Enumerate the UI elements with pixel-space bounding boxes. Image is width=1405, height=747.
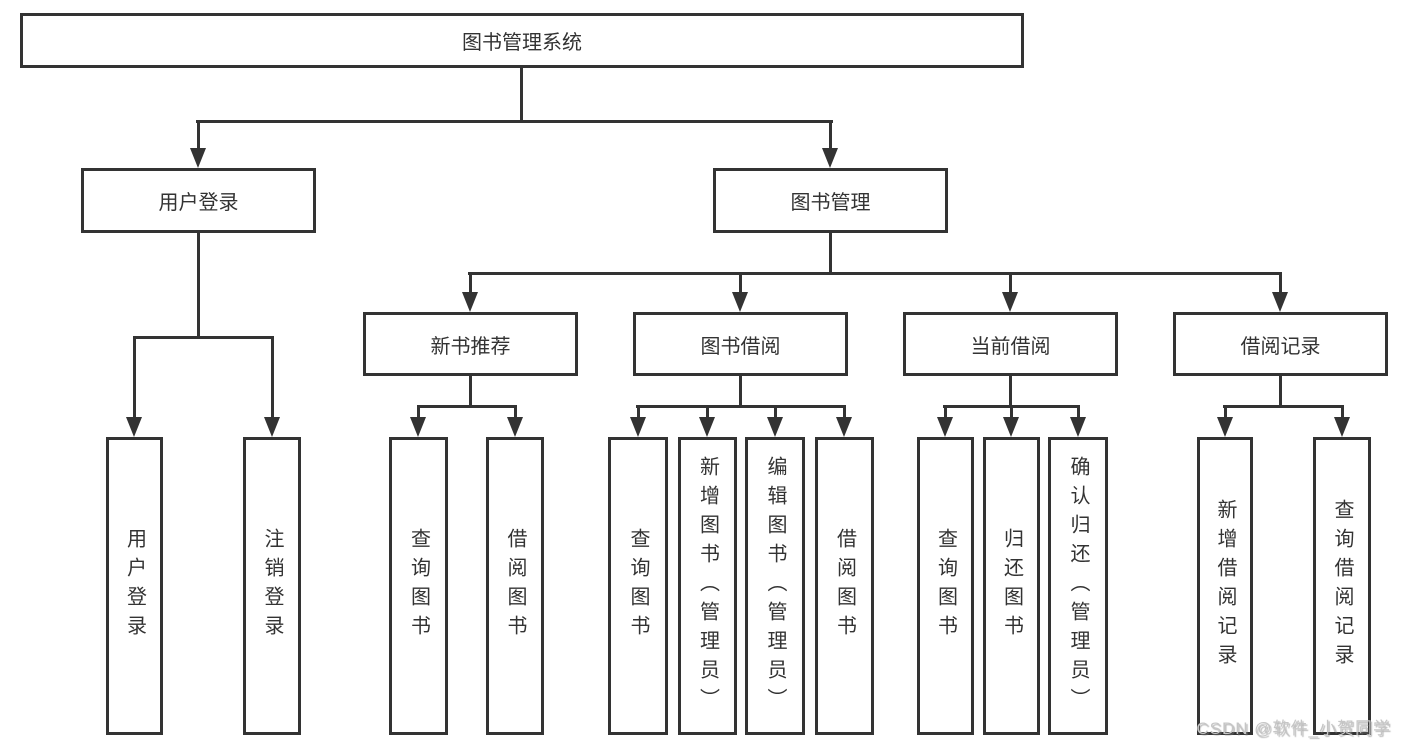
arrow-down-icon [822, 148, 838, 168]
connector-stem [739, 376, 742, 408]
arrow-down-icon [462, 292, 478, 312]
connector-stem [271, 336, 274, 421]
connector-stem [1279, 272, 1282, 296]
leaf-label: 新增图书（管理员） [696, 455, 719, 717]
node-label: 借阅记录 [1240, 335, 1321, 358]
arrow-down-icon [1334, 417, 1350, 437]
node-current-borrow: 当前借阅 [903, 312, 1118, 376]
connector-stem [1077, 405, 1080, 421]
connector-stem [1341, 405, 1344, 421]
node-borrow-books-1: 借阅图书 [486, 437, 544, 735]
leaf-label: 查询借阅记录 [1331, 499, 1353, 673]
node-edit-books-admin: 编辑图书（管理员） [745, 437, 805, 735]
node-root: 图书管理系统 [20, 13, 1024, 68]
arrow-down-icon [264, 417, 280, 437]
node-book-management-label: 图书管理 [790, 192, 871, 214]
connector-stem [637, 405, 640, 421]
arrow-down-icon [410, 417, 426, 437]
node-user-login: 用户登录 [81, 168, 316, 233]
connector-stem [1279, 376, 1282, 408]
connector-stem [417, 405, 420, 421]
connector-stem [829, 120, 832, 152]
arrow-down-icon [630, 417, 646, 437]
connector-stem [1010, 405, 1013, 421]
connector-stem [843, 405, 846, 421]
leaf-label: 查询图书 [934, 528, 957, 644]
arrow-down-icon [1217, 417, 1233, 437]
leaf-label: 注销登录 [261, 528, 283, 644]
connector-stem [197, 233, 200, 338]
connector-stem [1009, 272, 1012, 296]
node-label: 新书推荐 [430, 335, 511, 358]
connector-stem [514, 405, 517, 421]
node-query-books-1: 查询图书 [389, 437, 448, 735]
leaf-label: 查询图书 [627, 528, 649, 644]
arrow-down-icon [937, 417, 953, 437]
node-label: 图书借阅 [700, 335, 781, 358]
connector-rail [133, 336, 274, 339]
arrow-down-icon [699, 417, 715, 437]
arrow-down-icon [507, 417, 523, 437]
arrow-down-icon [836, 417, 852, 437]
node-new-book-recommend: 新书推荐 [363, 312, 578, 376]
arrow-down-icon [1002, 292, 1018, 312]
node-logout: 注销登录 [243, 437, 301, 735]
arrow-down-icon [1070, 417, 1086, 437]
node-user-login-action: 用户登录 [106, 437, 163, 735]
watermark: CSDN @软件_小贺同学 [1196, 719, 1391, 738]
node-query-books-3: 查询图书 [917, 437, 974, 735]
connector-level2-rail [196, 120, 833, 123]
arrow-down-icon [1003, 417, 1019, 437]
node-book-management: 图书管理 [713, 168, 948, 233]
connector-stem [739, 272, 742, 296]
arrow-down-icon [190, 148, 206, 168]
node-confirm-return-admin: 确认归还（管理员） [1048, 437, 1108, 735]
arrow-down-icon [1272, 292, 1288, 312]
connector-rail [1223, 405, 1344, 408]
connector-stem [133, 336, 136, 421]
node-book-borrow: 图书借阅 [633, 312, 848, 376]
node-borrow-records: 借阅记录 [1173, 312, 1388, 376]
arrow-down-icon [126, 417, 142, 437]
leaf-label: 借阅图书 [504, 528, 526, 644]
node-label: 当前借阅 [970, 335, 1051, 358]
leaf-label: 新增借阅记录 [1214, 499, 1236, 673]
connector-stem [469, 272, 472, 296]
connector-stem [829, 233, 832, 274]
node-query-books-2: 查询图书 [608, 437, 668, 735]
node-borrow-books-2: 借阅图书 [815, 437, 874, 735]
node-user-login-label: 用户登录 [158, 192, 239, 214]
arrow-down-icon [767, 417, 783, 437]
connector-stem [706, 405, 709, 421]
leaf-label: 用户登录 [123, 528, 146, 644]
node-root-label: 图书管理系统 [462, 32, 582, 54]
connector-stem [197, 120, 200, 152]
leaf-label: 归还图书 [1000, 528, 1023, 644]
node-add-books-admin: 新增图书（管理员） [678, 437, 737, 735]
connector-root-stem [520, 68, 523, 121]
leaf-label: 借阅图书 [833, 528, 856, 644]
connector-stem [774, 405, 777, 421]
leaf-label: 查询图书 [407, 528, 430, 644]
leaf-label: 编辑图书（管理员） [764, 455, 786, 717]
leaf-label: 确认归还（管理员） [1067, 455, 1089, 717]
connector-rail [636, 405, 846, 408]
connector-stem [944, 405, 947, 421]
arrow-down-icon [732, 292, 748, 312]
connector-rail [417, 405, 517, 408]
connector-level3-rail [468, 272, 1282, 275]
connector-stem [1009, 376, 1012, 408]
node-query-borrow-record: 查询借阅记录 [1313, 437, 1371, 735]
connector-stem [1224, 405, 1227, 421]
node-return-books: 归还图书 [983, 437, 1040, 735]
connector-stem [469, 376, 472, 408]
node-add-borrow-record: 新增借阅记录 [1197, 437, 1253, 735]
